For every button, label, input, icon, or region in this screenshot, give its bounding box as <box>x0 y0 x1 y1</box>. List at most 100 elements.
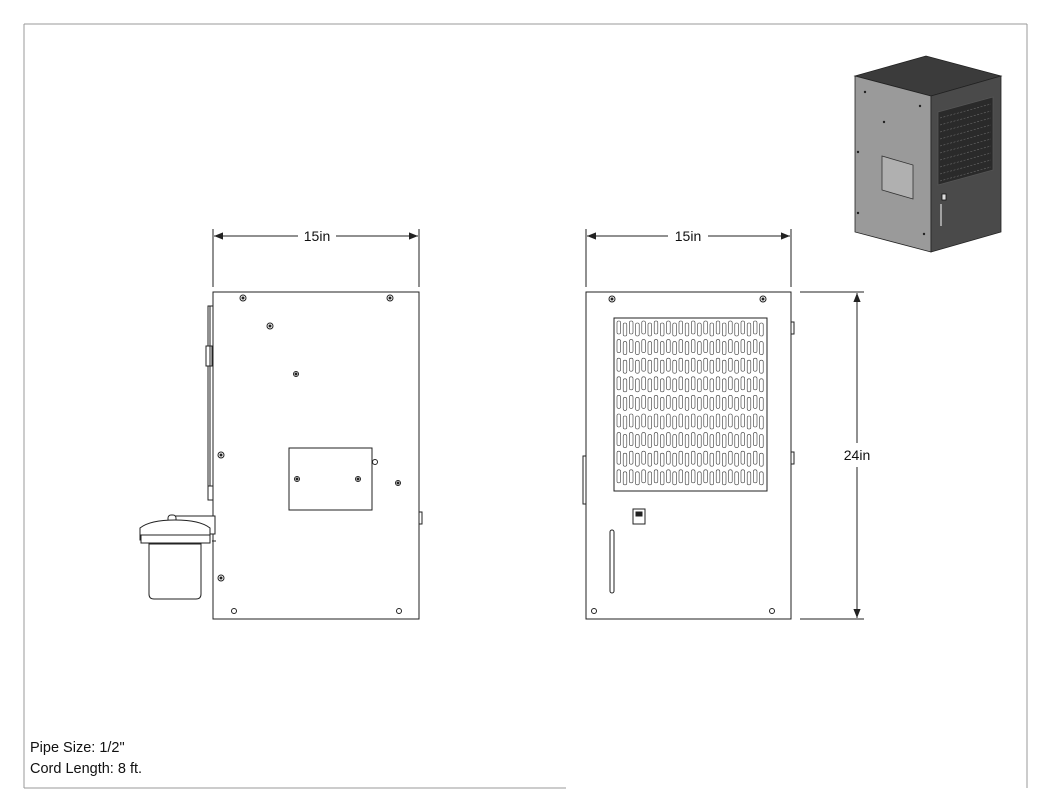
grille-slot <box>641 395 646 409</box>
power-switch <box>632 508 646 525</box>
grille-slot <box>734 471 739 486</box>
grille-slot <box>722 378 727 393</box>
grille-slot <box>653 432 659 446</box>
grille-slot <box>653 413 659 428</box>
grille-slot <box>697 415 702 430</box>
grille-slot <box>703 469 708 484</box>
grille-slot <box>641 432 646 446</box>
grille-slot <box>753 357 758 372</box>
grille-slot <box>691 376 696 391</box>
grille-slot <box>672 378 677 393</box>
grille-slot <box>635 378 640 393</box>
grille-slot <box>635 415 640 430</box>
grille-slot <box>622 471 628 486</box>
grille-slot <box>709 471 714 486</box>
grille-slot <box>697 397 702 411</box>
grille-slot <box>715 432 721 446</box>
grille-slot <box>691 413 696 428</box>
grille-slot <box>672 434 677 448</box>
grille-slot <box>697 341 702 355</box>
grille-slot <box>722 359 727 374</box>
grille-slot <box>715 450 721 465</box>
cord-length-note: Cord Length: 8 ft. <box>30 761 143 777</box>
grille-slot <box>728 357 733 372</box>
side-screws <box>217 294 402 614</box>
grille-slot <box>616 376 621 391</box>
grille-slot <box>715 320 721 335</box>
iso-vent-slot <box>939 124 992 140</box>
grille-slot <box>616 357 621 372</box>
iso-vent-slot <box>939 131 992 147</box>
grille-slot <box>753 320 758 335</box>
grille-slot <box>703 450 708 465</box>
side-width-dimension <box>212 229 420 287</box>
grille-slot <box>734 359 739 374</box>
grille-slot <box>660 471 665 486</box>
pipe-size-note: Pipe Size: 1/2" <box>30 740 125 756</box>
grille-slot <box>622 434 628 448</box>
grille-slot <box>703 357 708 372</box>
sight-tube <box>609 529 615 594</box>
grille-slot <box>759 378 764 393</box>
grille-slot <box>691 432 696 446</box>
grille-slot <box>746 378 752 393</box>
grille-slot <box>641 450 646 465</box>
grille-slot <box>715 339 721 353</box>
grille-slot <box>753 450 758 465</box>
grille-slot <box>660 359 665 374</box>
grille-slot <box>709 434 714 448</box>
grille-slot <box>622 452 628 467</box>
grille-slot <box>697 452 702 467</box>
grille-slot <box>684 415 690 430</box>
grille-slot <box>697 359 702 374</box>
grille-slot <box>666 376 671 391</box>
grille-slot <box>678 450 683 465</box>
grille-slot <box>728 395 733 409</box>
grille-slot <box>746 452 752 467</box>
grille-slot <box>684 452 690 467</box>
grille-slot <box>753 376 758 391</box>
grille-slot <box>616 395 621 409</box>
drain-bucket <box>139 514 216 600</box>
grille-slot <box>641 413 646 428</box>
grille-slot <box>635 341 640 355</box>
grille-slot <box>635 359 640 374</box>
grille-slot <box>691 450 696 465</box>
grille-slot <box>709 378 714 393</box>
grille-slot <box>684 378 690 393</box>
grille-slot <box>715 395 721 409</box>
grille-slot <box>678 469 683 484</box>
sheet-border <box>23 23 1028 789</box>
grille-slot <box>616 469 621 484</box>
grille-slot <box>678 320 683 335</box>
grille-slot <box>660 434 665 448</box>
front-width-dimension <box>585 229 792 287</box>
grille-slot <box>672 341 677 355</box>
grille-slot <box>678 413 683 428</box>
grille-slot <box>709 341 714 355</box>
grille-slot <box>703 339 708 353</box>
grille-slot <box>672 452 677 467</box>
iso-vent-slot <box>939 145 992 161</box>
grille-slot <box>691 469 696 484</box>
grille-slot <box>629 395 634 409</box>
front-height-dimension <box>800 291 864 620</box>
grille-slot <box>653 450 659 465</box>
grille-slot <box>629 469 634 484</box>
grille-slot <box>641 376 646 391</box>
grille-slot <box>703 395 708 409</box>
grille-slot <box>715 376 721 391</box>
grille-slot <box>641 469 646 484</box>
grille-slot <box>684 341 690 355</box>
grille-slot <box>722 452 727 467</box>
grille-slot <box>684 434 690 448</box>
grille-slot <box>715 469 721 484</box>
grille-slot <box>641 320 646 335</box>
grille-slot <box>647 415 652 430</box>
grille-slot <box>647 397 652 411</box>
grille-slot <box>734 397 739 411</box>
grille-slot <box>616 450 621 465</box>
grille-slot <box>666 413 671 428</box>
grille-slot <box>728 432 733 446</box>
